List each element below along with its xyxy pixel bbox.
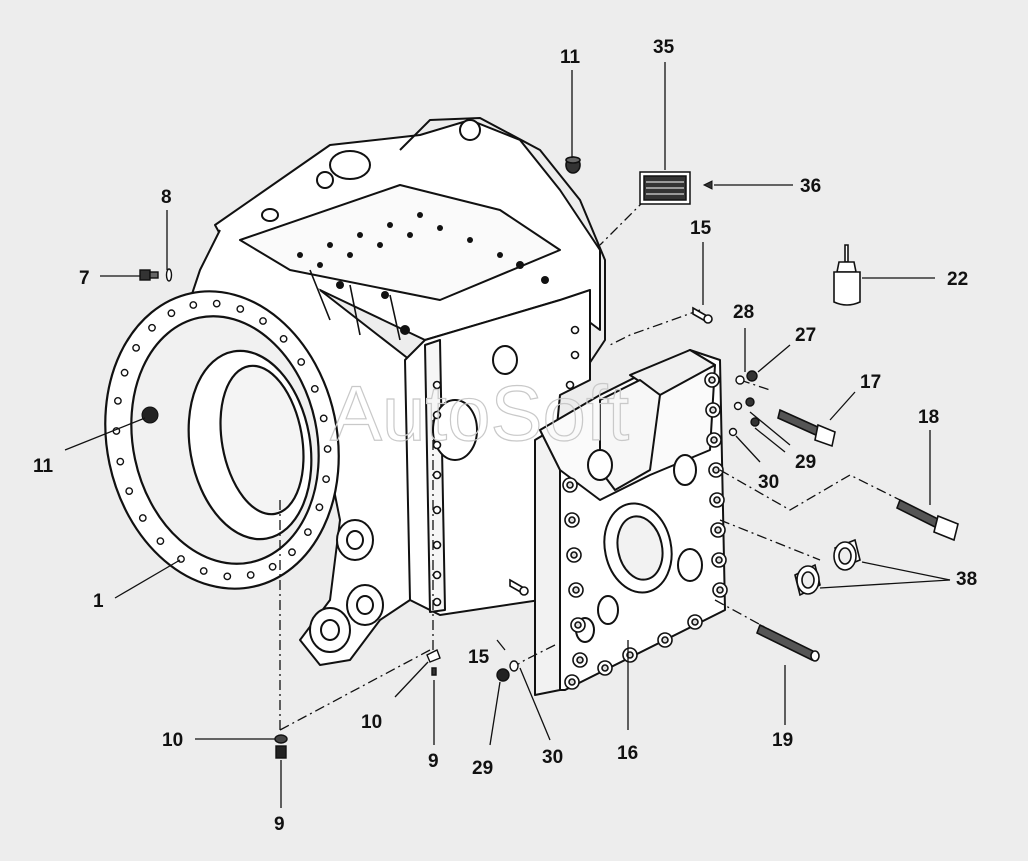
flange-bolt-hole [223, 572, 232, 581]
plug-11-top [565, 156, 581, 174]
sealant-bottle-22 [833, 244, 861, 306]
flange-bolt-hole [323, 445, 332, 453]
flange-bolt-hole [236, 305, 245, 313]
callout-9-center: 9 [428, 751, 439, 772]
bolt-18 [895, 498, 959, 542]
plate-bolt-hole [601, 664, 609, 672]
cover-plate [534, 349, 726, 696]
leader-lines [64, 62, 951, 808]
flange-bolt-hole [125, 487, 134, 495]
callout-11-top: 11 [560, 47, 581, 68]
plate-bolt-hole [716, 586, 724, 594]
callout-9-lower: 9 [274, 814, 285, 835]
dowel-pin-15-bottom [509, 578, 529, 596]
plug-9-lower [275, 745, 287, 759]
callout-8: 8 [161, 187, 172, 208]
plate-bolt-hole [691, 618, 699, 626]
flange-bolt-hole [132, 343, 141, 352]
washer-8 [165, 268, 173, 282]
cover-plate-bolts [562, 372, 728, 690]
callout-36: 36 [800, 176, 821, 197]
flange-bolt-hole [212, 299, 221, 308]
callout-11-left: 11 [33, 456, 54, 477]
flange-bolt-hole [148, 323, 156, 332]
flange-bolt-hole [259, 317, 267, 325]
callout-29-lower: 29 [472, 758, 493, 779]
callout-38: 38 [956, 569, 977, 590]
callout-1: 1 [93, 591, 104, 612]
callout-18: 18 [918, 407, 939, 428]
callout-29-right: 29 [795, 452, 816, 473]
name-plate-35 [639, 171, 691, 205]
washer-10-center [426, 649, 441, 663]
flange-bolt-hole [114, 396, 122, 405]
flange-bolt-hole [279, 334, 288, 343]
callout-27: 27 [795, 325, 816, 346]
callout-35: 35 [653, 37, 675, 58]
housing-bolt-column [432, 325, 580, 607]
callout-16: 16 [617, 743, 638, 764]
callout-10-center: 10 [361, 712, 382, 733]
plate-bolt-hole [566, 481, 574, 489]
flange-bolt-hole [156, 537, 165, 545]
flange-bolt-hole [297, 358, 306, 366]
flange-bolt-hole [246, 571, 255, 579]
pin-9-center [431, 667, 437, 676]
washer-30-lower [509, 660, 519, 672]
callout-10-lower: 10 [162, 730, 183, 751]
screw-7 [139, 269, 159, 281]
callout-22: 22 [947, 269, 968, 290]
callout-15-lower: 15 [468, 647, 490, 668]
plate-bolt-hole [570, 551, 578, 559]
callout-17: 17 [860, 372, 881, 393]
flange-bolt-hole [315, 503, 324, 512]
plate-bolt-hole [709, 406, 717, 414]
flange-bolt-hole [116, 457, 125, 466]
flange-bolt-hole [120, 368, 129, 377]
flange-bolt-hole [268, 562, 277, 571]
watermark-text: AutoSoft [330, 369, 630, 457]
plate-bolt-hole [714, 526, 722, 534]
flange-bolt-hole [288, 548, 296, 557]
callout-28: 28 [733, 302, 754, 323]
bushings-38 [794, 538, 861, 597]
washer-10-lower [274, 734, 288, 744]
flange-bolt-hole [303, 528, 312, 536]
plate-bolt-hole [710, 436, 718, 444]
flange-ring-bolts [112, 299, 332, 581]
plate-bolt-hole [572, 586, 580, 594]
dowel-pin-15-top [692, 306, 713, 324]
flange-bolt-hole [189, 301, 198, 309]
callout-19: 19 [772, 730, 793, 751]
flange-bolt-hole [167, 309, 176, 318]
flange-bolt-hole [199, 567, 208, 575]
plate-bolt-hole [568, 678, 576, 686]
plate-bolt-hole [576, 656, 584, 664]
callout-30-lower: 30 [542, 747, 563, 768]
plate-bolt-hole [712, 466, 720, 474]
bolt-17 [777, 408, 836, 448]
plate-bolt-hole [715, 556, 723, 564]
flange-bolt-hole [319, 414, 328, 423]
flange-bolt-hole [310, 384, 319, 393]
callout-15-top: 15 [690, 218, 712, 239]
plug-11-left [141, 406, 159, 424]
callout-30-right: 30 [758, 472, 779, 493]
plate-bolt-hole [574, 621, 582, 629]
top-deck-holes [297, 212, 549, 335]
flange-bolt-hole [138, 514, 147, 522]
plate-bolt-hole [568, 516, 576, 524]
nut-29-lower [496, 668, 510, 682]
callout-7: 7 [79, 268, 90, 289]
small-fasteners-right [728, 370, 760, 437]
plate-bolt-hole [708, 376, 716, 384]
callout-labels: 11 35 36 15 22 8 7 11 1 28 27 17 29 30 1… [33, 37, 977, 835]
plate-bolt-hole [661, 636, 669, 644]
flange-bolt-hole [322, 475, 330, 483]
plate-bolt-hole [713, 496, 721, 504]
rivet-36 [702, 180, 713, 190]
front-flange-ring [104, 290, 340, 590]
stud-19 [755, 623, 820, 662]
